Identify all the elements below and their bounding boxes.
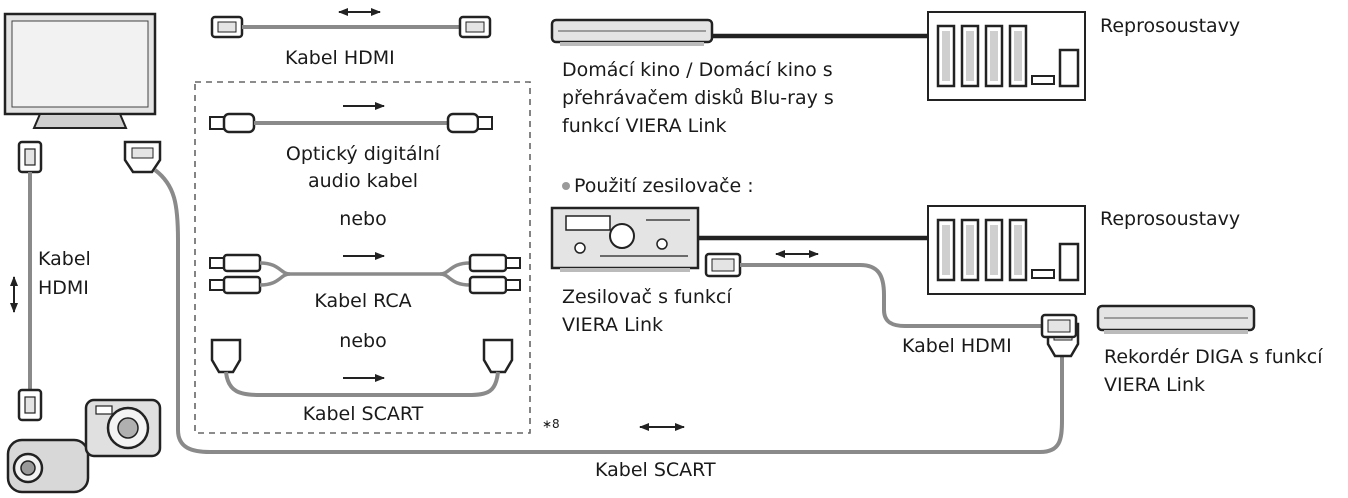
- hdmi-left-label-line1: Kabel: [38, 248, 91, 270]
- diga-recorder-icon: [1096, 304, 1256, 334]
- scart-cable-inner-icon: [210, 338, 514, 397]
- footnote-label: ∗8: [542, 417, 560, 431]
- rca-cable-icon: [209, 253, 521, 295]
- speakers-top-icon: [927, 11, 1086, 101]
- or-label-2: nebo: [339, 330, 386, 352]
- amplifier-icon: [550, 206, 700, 272]
- speakers-mid-label: Reprosoustavy: [1100, 208, 1240, 230]
- hdmi-left-label-line2: HDMI: [38, 277, 89, 299]
- optical-cable-icon: [209, 112, 493, 134]
- camcorder-icon: [6, 438, 90, 494]
- optical-label-line1: Optický digitální: [286, 143, 441, 165]
- scart-bottom-label: Kabel SCART: [595, 459, 716, 481]
- hdmi-cable-mid-icon: [704, 252, 1078, 339]
- scart-plug-tv-icon: [123, 140, 162, 174]
- diga-label-line2: VIERA Link: [1104, 374, 1205, 396]
- or-label-1: nebo: [339, 208, 386, 230]
- amp-label-line2: VIERA Link: [562, 314, 663, 336]
- diga-label-line1: Rekordér DIGA s funkcí: [1104, 346, 1323, 368]
- digital-camera-icon: [84, 398, 162, 458]
- hdmi-cable-top-icon: [210, 15, 492, 39]
- home-theater-icon: [550, 18, 714, 46]
- bullet-icon: [562, 182, 570, 190]
- home-theater-label-line1: Domácí kino / Domácí kino s: [562, 59, 833, 81]
- home-theater-label-line3: funkcí VIERA Link: [562, 115, 727, 137]
- speakers-top-label: Reprosoustavy: [1100, 15, 1240, 37]
- hdmi-mid-label: Kabel HDMI: [902, 335, 1012, 357]
- hdmi-top-label: Kabel HDMI: [285, 47, 395, 69]
- amp-heading-label: Použití zesilovače :: [574, 175, 754, 197]
- scart-cable-long: [153, 168, 1064, 454]
- rca-label: Kabel RCA: [314, 290, 411, 312]
- home-theater-label-line2: přehrávačem disků Blu-ray s: [562, 87, 834, 109]
- scart-inner-label: Kabel SCART: [303, 403, 424, 425]
- audio-cable-options-box: [194, 81, 531, 434]
- tv-icon: [3, 12, 157, 129]
- amp-label-line1: Zesilovač s funkcí: [562, 286, 732, 308]
- optical-label-line2: audio kabel: [308, 170, 418, 192]
- hdmi-cable-vertical-icon: [17, 140, 43, 422]
- speakers-mid-icon: [927, 205, 1086, 295]
